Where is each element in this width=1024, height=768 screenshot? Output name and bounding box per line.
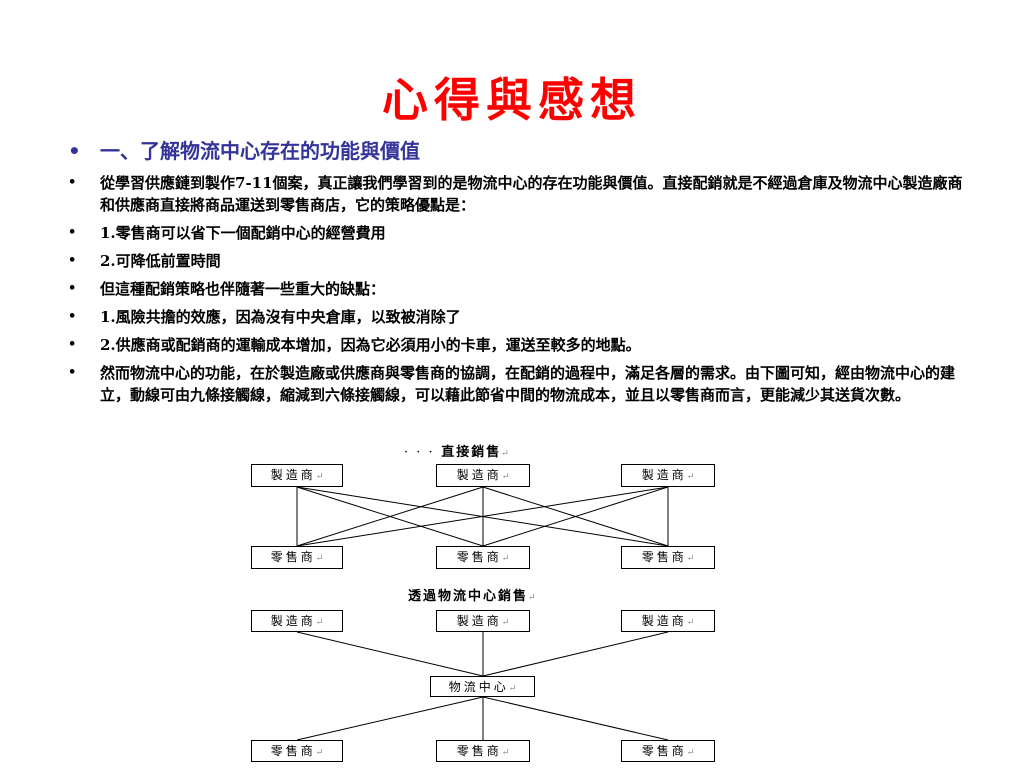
- paragraph-mark-icon: ↵: [686, 748, 695, 758]
- distribution-center-box: 物流中心↵: [430, 676, 535, 697]
- direct-sales-lines: [296, 486, 669, 547]
- box-label: 製造商: [641, 468, 687, 482]
- bullet-text: 1.風險共擔的效應，因為沒有中央倉庫，以致被消除了: [100, 308, 461, 326]
- manufacturer-box: 製造商↵: [251, 464, 343, 487]
- bullet-item: • 2.供應商或配銷商的運輸成本增加，因為它必須用小的卡車，運送至較多的地點。: [68, 334, 968, 356]
- box-label: 零售商: [456, 744, 502, 758]
- bullet-icon: •: [68, 365, 77, 380]
- paragraph-mark-icon: ↵: [315, 748, 324, 758]
- bullet-heading: • 一、了解物流中心存在的功能與價值: [68, 136, 968, 166]
- box-label: 製造商: [641, 614, 687, 628]
- box-label: 零售商: [270, 744, 316, 758]
- paragraph-mark-icon: ↵: [315, 472, 324, 482]
- label-text: 直接銷售: [441, 445, 502, 460]
- bullet-text: 2.供應商或配銷商的運輸成本增加，因為它必須用小的卡車，運送至較多的地點。: [100, 336, 641, 354]
- paragraph-mark-icon: ↵: [501, 748, 510, 758]
- retailer-box: 零售商↵: [436, 546, 530, 569]
- bullet-item: • 但這種配銷策略也伴隨著一些重大的缺點：: [68, 278, 968, 300]
- retailer-box: 零售商↵: [436, 740, 530, 762]
- bullet-icon: •: [68, 309, 77, 324]
- manufacturer-box: 製造商↵: [621, 610, 715, 632]
- paragraph-mark-icon: ↵: [501, 449, 509, 459]
- paragraph-mark-icon: ↵: [315, 618, 324, 628]
- bullet-text: 從學習供應鏈到製作7-11個案，真正讓我們學習到的是物流中心的存在功能與價值。直…: [100, 174, 963, 214]
- manufacturer-box: 製造商↵: [436, 464, 530, 487]
- box-label: 零售商: [270, 550, 316, 564]
- paragraph-mark-icon: ↵: [501, 618, 510, 628]
- box-label: 零售商: [641, 550, 687, 564]
- paragraph-mark-icon: ↵: [686, 472, 695, 482]
- paragraph-mark-icon: ↵: [686, 618, 695, 628]
- retailer-box: 零售商↵: [621, 546, 715, 569]
- heading-text: 一、了解物流中心存在的功能與價值: [100, 139, 420, 163]
- paragraph-mark-icon: ↵: [501, 554, 510, 564]
- paragraph-mark-icon: ↵: [501, 472, 510, 482]
- manufacturer-box: 製造商↵: [251, 610, 343, 632]
- bullet-item: • 2.可降低前置時間: [68, 250, 968, 272]
- bullet-icon: •: [68, 225, 77, 240]
- paragraph-mark-icon: ↵: [686, 554, 695, 564]
- bullet-item: • 1.零售商可以省下一個配銷中心的經營費用: [68, 222, 968, 244]
- bullet-icon: •: [68, 139, 81, 163]
- box-label: 製造商: [270, 614, 316, 628]
- bullet-text: 1.零售商可以省下一個配銷中心的經營費用: [100, 224, 386, 242]
- bullet-list: • 一、了解物流中心存在的功能與價值 • 從學習供應鏈到製作7-11個案，真正讓…: [68, 136, 968, 412]
- direct-sales-label: · · · 直接銷售↵: [404, 441, 509, 460]
- bullet-item: • 然而物流中心的功能，在於製造廠或供應商與零售商的協調，在配銷的過程中，滿足各…: [68, 362, 968, 406]
- manufacturer-box: 製造商↵: [621, 464, 715, 487]
- page-title: 心得與感想: [382, 73, 642, 127]
- manufacturer-box: 製造商↵: [436, 610, 530, 632]
- box-label: 製造商: [456, 468, 502, 482]
- bullet-icon: •: [68, 281, 77, 296]
- box-label: 製造商: [270, 468, 316, 482]
- label-dots: · · ·: [404, 445, 435, 460]
- box-label: 製造商: [456, 614, 502, 628]
- bullet-text: 2.可降低前置時間: [100, 252, 221, 270]
- paragraph-mark-icon: ↵: [315, 554, 324, 564]
- bullet-text: 然而物流中心的功能，在於製造廠或供應商與零售商的協調，在配銷的過程中，滿足各層的…: [100, 364, 956, 404]
- paragraph-mark-icon: ↵: [508, 684, 517, 694]
- bullet-icon: •: [68, 253, 77, 268]
- box-label: 零售商: [641, 744, 687, 758]
- bullet-text: 但這種配銷策略也伴隨著一些重大的缺點：: [100, 280, 386, 298]
- box-label: 物流中心: [448, 680, 509, 694]
- bullet-icon: •: [68, 175, 77, 190]
- bullet-item: • 1.風險共擔的效應，因為沒有中央倉庫，以致被消除了: [68, 306, 968, 328]
- retailer-box: 零售商↵: [621, 740, 715, 762]
- paragraph-mark-icon: ↵: [528, 593, 536, 603]
- retailer-box: 零售商↵: [251, 740, 343, 762]
- bullet-icon: •: [68, 337, 77, 352]
- retailer-box: 零售商↵: [251, 546, 343, 569]
- box-label: 零售商: [456, 550, 502, 564]
- label-text: 透過物流中心銷售: [408, 589, 529, 604]
- bullet-item: • 從學習供應鏈到製作7-11個案，真正讓我們學習到的是物流中心的存在功能與價值…: [68, 172, 968, 216]
- center-sales-label: 透過物流中心銷售↵: [408, 585, 536, 604]
